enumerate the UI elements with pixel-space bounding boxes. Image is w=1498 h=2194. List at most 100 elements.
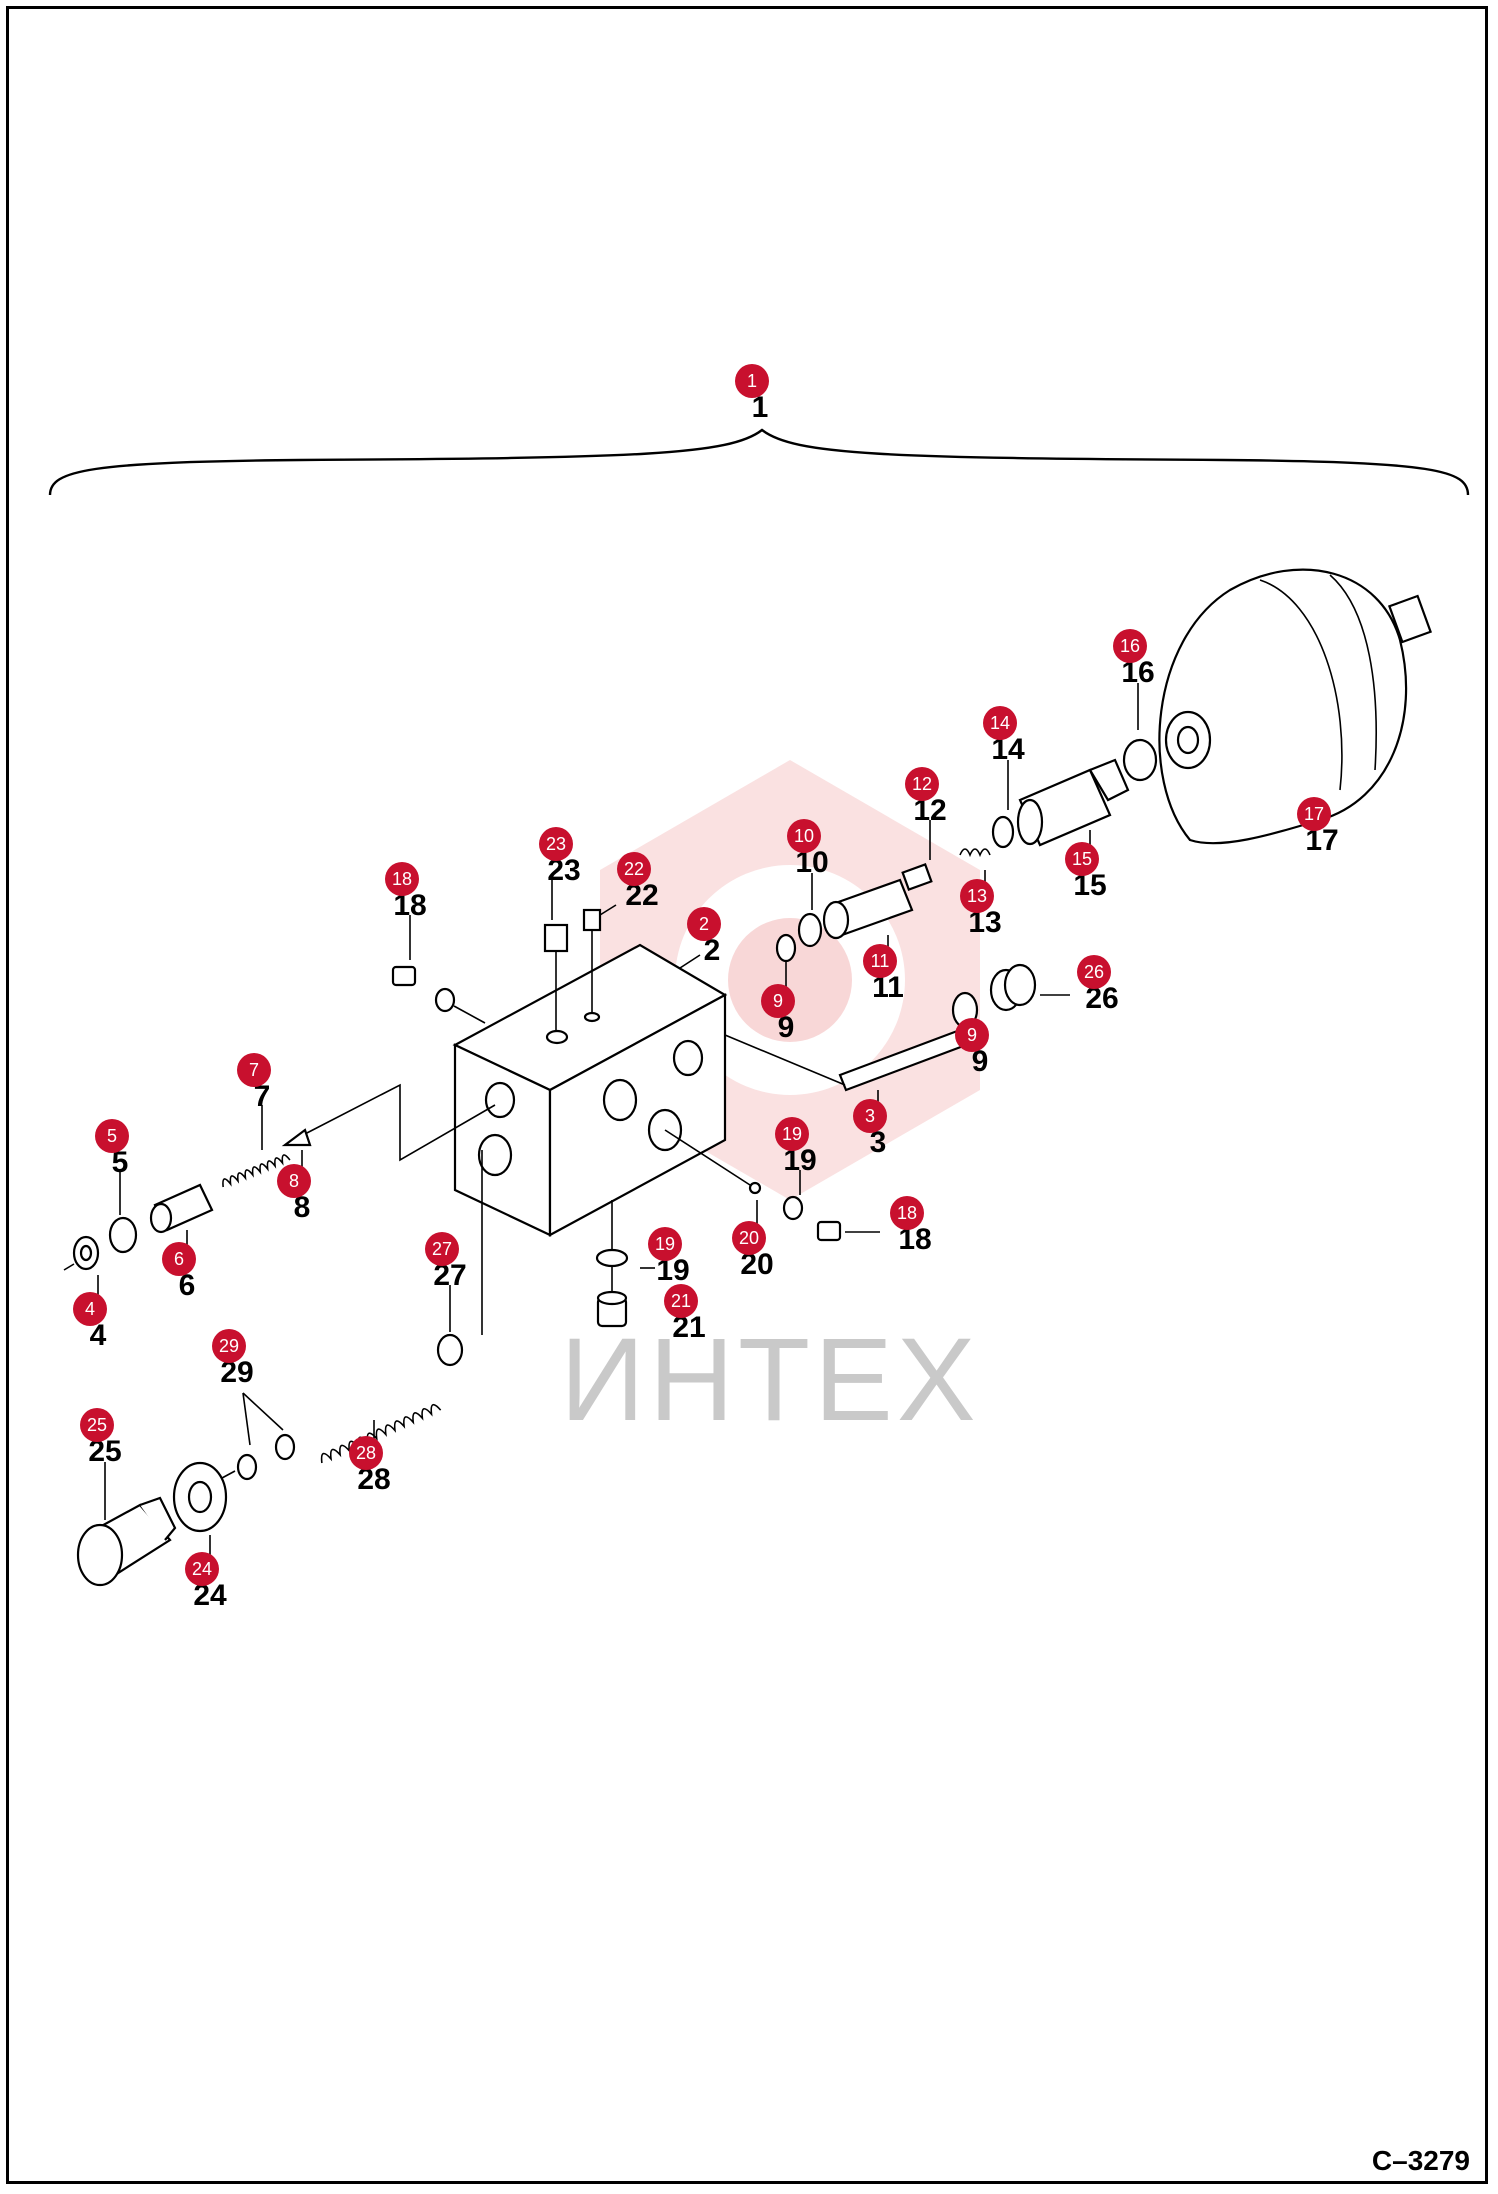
- plug-26: [989, 963, 1037, 1012]
- badge-circle: [664, 1284, 698, 1318]
- poppet-8: [281, 1128, 312, 1147]
- plug-22: [582, 908, 602, 932]
- ball-20: [748, 1181, 762, 1195]
- badge-number: 2: [699, 914, 709, 934]
- badge-circle: [277, 1164, 311, 1198]
- nut-4: [72, 1235, 100, 1271]
- badge-circle: [787, 819, 821, 853]
- badge-circle: [237, 1053, 271, 1087]
- valve-block: [452, 943, 728, 1237]
- shim-29-b: [236, 1453, 258, 1481]
- callout-badge[interactable]: 10: [787, 819, 821, 853]
- badge-number: 10: [794, 826, 814, 846]
- badge-circle: [960, 879, 994, 913]
- callout-badge[interactable]: 24: [185, 1552, 219, 1586]
- callout-badge[interactable]: 19: [775, 1117, 809, 1151]
- callout-badge[interactable]: 25: [80, 1408, 114, 1442]
- o-ring-10: [797, 912, 823, 948]
- badge-number: 11: [871, 951, 890, 971]
- badge-circle: [890, 1196, 924, 1230]
- callout-badge[interactable]: 6: [162, 1242, 196, 1276]
- callout-badge[interactable]: 7: [237, 1053, 271, 1087]
- badge-number: 3: [865, 1106, 875, 1126]
- callout-badge[interactable]: 29: [212, 1329, 246, 1363]
- spring-13: [959, 848, 991, 858]
- watermark-text: ИНТЕХ: [560, 1314, 980, 1446]
- badge-circle: [863, 944, 897, 978]
- badge-number: 15: [1072, 849, 1092, 869]
- badge-number: 8: [289, 1171, 299, 1191]
- callout-badge[interactable]: 18: [385, 862, 419, 896]
- badge-number: 5: [107, 1126, 117, 1146]
- callout-badge[interactable]: 1: [735, 364, 769, 398]
- drawing-code: C–3279: [1372, 2145, 1470, 2176]
- plug-21: [596, 1290, 628, 1328]
- callout-badge[interactable]: 12: [905, 767, 939, 801]
- shim-29-a: [274, 1433, 296, 1461]
- plug-25: [76, 1496, 177, 1587]
- plug-18-right: [816, 1220, 842, 1242]
- callout-badge[interactable]: 13: [960, 879, 994, 913]
- callout-badge[interactable]: 2: [687, 907, 721, 941]
- callout-badge[interactable]: 5: [95, 1119, 129, 1153]
- callout-badge[interactable]: 9: [955, 1018, 989, 1052]
- badge-number: 29: [219, 1336, 239, 1356]
- leader-line: [724, 1034, 846, 1086]
- callout-badge[interactable]: 9: [761, 984, 795, 1018]
- badge-number: 21: [671, 1291, 691, 1311]
- callout-badge[interactable]: 26: [1077, 955, 1111, 989]
- badge-number: 14: [990, 713, 1010, 733]
- callout-badge[interactable]: 22: [617, 852, 651, 886]
- callout-badge[interactable]: 15: [1065, 842, 1099, 876]
- badge-number: 28: [356, 1443, 376, 1463]
- callout-badge[interactable]: 27: [425, 1232, 459, 1266]
- badge-circle: [425, 1232, 459, 1266]
- callout-badge[interactable]: 16: [1113, 629, 1147, 663]
- callout-badge[interactable]: 23: [539, 827, 573, 861]
- assembly-brace: [48, 428, 1470, 496]
- badge-number: 22: [624, 859, 644, 879]
- badge-number: 9: [773, 991, 783, 1011]
- badge-circle: [95, 1119, 129, 1153]
- cartridge-valve: [1016, 758, 1130, 847]
- badge-number: 1: [747, 371, 757, 391]
- badge-number: 12: [912, 774, 932, 794]
- badge-circle: [735, 364, 769, 398]
- washer-5: [108, 1216, 138, 1254]
- callout-badge[interactable]: 11: [863, 944, 897, 978]
- callout-badge[interactable]: 4: [73, 1292, 107, 1326]
- seal-ring-16: [1122, 738, 1158, 782]
- badge-circle: [905, 767, 939, 801]
- callout-badge[interactable]: 20: [732, 1221, 766, 1255]
- o-ring-9-upper: [775, 933, 797, 963]
- callout-badge[interactable]: 19: [648, 1227, 682, 1261]
- badge-number: 23: [546, 834, 566, 854]
- callout-badge[interactable]: 18: [890, 1196, 924, 1230]
- callout-label: 9: [972, 1045, 989, 1078]
- badge-circle: [687, 907, 721, 941]
- adjusting-screw-6: [149, 1183, 214, 1234]
- badge-circle: [385, 862, 419, 896]
- badge-circle: [1065, 842, 1099, 876]
- callout-badge[interactable]: 14: [983, 706, 1017, 740]
- callout-badge[interactable]: 21: [664, 1284, 698, 1318]
- seal-19-right: [782, 1195, 804, 1221]
- badge-number: 24: [192, 1559, 212, 1579]
- badge-circle: [539, 827, 573, 861]
- callout-label: 3: [870, 1126, 887, 1159]
- badge-number: 7: [249, 1060, 259, 1080]
- leader-line-left: [302, 1083, 496, 1162]
- badge-circle: [349, 1436, 383, 1470]
- callout-badge[interactable]: 28: [349, 1436, 383, 1470]
- callout-badge[interactable]: 17: [1297, 797, 1331, 831]
- badge-number: 20: [739, 1228, 759, 1248]
- seat-27: [436, 1333, 464, 1367]
- badge-number: 4: [85, 1299, 95, 1319]
- badge-circle: [80, 1408, 114, 1442]
- badge-number: 13: [967, 886, 987, 906]
- callout-badge[interactable]: 3: [853, 1099, 887, 1133]
- badge-number: 19: [655, 1234, 675, 1254]
- badge-circle: [983, 706, 1017, 740]
- callout-label: 4: [90, 1319, 107, 1352]
- callout-badge[interactable]: 8: [277, 1164, 311, 1198]
